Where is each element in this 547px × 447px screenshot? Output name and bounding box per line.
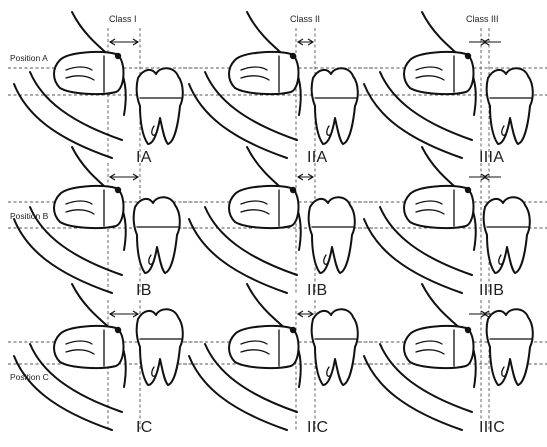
space-arrow [298, 174, 313, 180]
second-molar [312, 309, 358, 385]
third-molar [54, 52, 124, 94]
cell-label-2-1: IB [136, 282, 152, 299]
diagram-cells [8, 12, 547, 432]
contact-point [115, 327, 121, 333]
third-molar [404, 52, 474, 94]
space-arrow [469, 174, 501, 180]
contact-point [290, 327, 296, 333]
third-molar [229, 326, 299, 368]
space-arrow [110, 174, 138, 180]
cell-label-1-1: IA [136, 149, 152, 166]
cell-label-1-2: IIA [307, 149, 327, 166]
cell-3-3 [358, 284, 547, 432]
mandible-outer-curve [14, 219, 112, 293]
position-label-b: Position B [10, 211, 49, 221]
mandible-outer-curve [189, 219, 287, 293]
cell-label-3-1: IC [136, 419, 153, 436]
second-molar [137, 309, 183, 385]
class-label-2: Class II [290, 14, 320, 24]
class-label-3: Class III [466, 14, 499, 24]
second-molar [487, 309, 533, 385]
second-molar [487, 68, 533, 144]
second-molar [312, 68, 358, 144]
second-molar [134, 197, 180, 273]
third-molar [229, 186, 299, 228]
second-molar [137, 68, 183, 144]
cell-2-2 [183, 147, 373, 295]
cell-3-2 [183, 284, 373, 432]
second-molar [484, 197, 530, 273]
cell-label-2-3: IIIB [479, 282, 504, 299]
contact-point [115, 187, 121, 193]
cell-1-1 [8, 12, 198, 160]
contact-point [115, 53, 121, 59]
space-arrow [110, 311, 138, 317]
contact-point [290, 187, 296, 193]
space-arrow [469, 39, 501, 45]
contact-point [465, 187, 471, 193]
cell-label-1-3: IIIA [479, 149, 504, 166]
contact-point [465, 327, 471, 333]
space-arrow [298, 39, 313, 45]
class-label-1: Class I [109, 14, 137, 24]
cell-label-3-3: IIIC [479, 419, 505, 436]
position-label-c: Position C [10, 372, 49, 382]
cell-1-2 [183, 12, 373, 160]
third-molar [404, 186, 474, 228]
cell-label-3-2: IIC [307, 419, 328, 436]
cell-2-3 [358, 147, 547, 295]
contact-point [290, 53, 296, 59]
third-molar [404, 326, 474, 368]
cell-label-2-2: IIB [307, 282, 327, 299]
second-molar [309, 197, 355, 273]
space-arrow [110, 39, 138, 45]
third-molar [54, 186, 124, 228]
cell-3-1 [8, 284, 198, 432]
cell-2-1 [8, 147, 198, 295]
position-label-a: Position A [10, 53, 48, 63]
third-molar [229, 52, 299, 94]
mandible-outer-curve [364, 219, 462, 293]
space-arrow [298, 311, 313, 317]
cell-1-3 [358, 12, 547, 160]
third-molar [54, 326, 124, 368]
contact-point [465, 53, 471, 59]
